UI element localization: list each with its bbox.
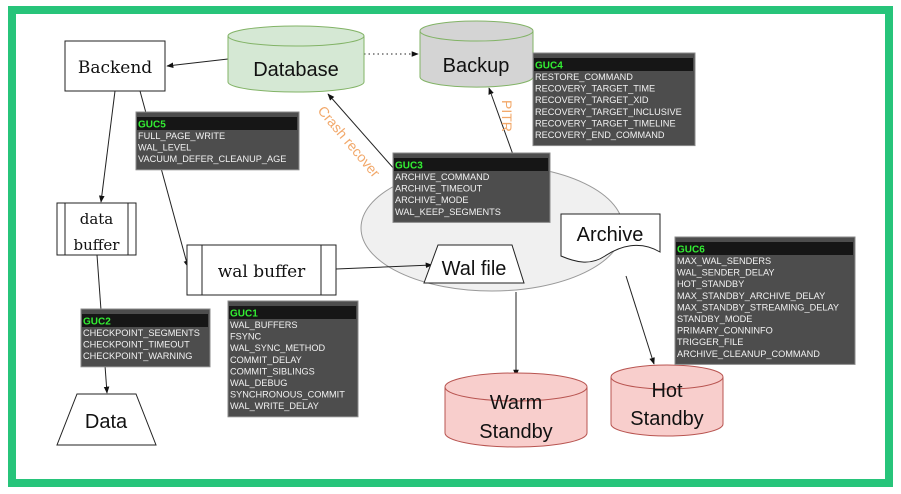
guc3-parameter: WAL_KEEP_SEGMENTS	[395, 207, 501, 217]
guc4-title: GUC4	[535, 61, 563, 72]
data-buffer-label-line1: data	[80, 210, 114, 228]
guc1-parameter: WAL_WRITE_DELAY	[230, 401, 319, 411]
edge-backend-databuffer	[99, 90, 116, 203]
guc6-header-bar	[676, 242, 853, 255]
guc5-header-bar	[137, 117, 297, 130]
guc6-panel-background	[674, 236, 856, 365]
guc1-header-bar	[229, 306, 356, 319]
data-buffer-label-line2: buffer	[74, 236, 121, 254]
hot-standby-label-line1: Hot	[651, 380, 683, 402]
guc4-parameter: RECOVERY_END_COMMAND	[535, 130, 665, 140]
guc5-parameter: WAL_LEVEL	[138, 143, 191, 153]
backup-node: Backup	[419, 20, 534, 88]
guc5-title: GUC5	[138, 120, 166, 131]
guc6-parameter: MAX_WAL_SENDERS	[677, 256, 771, 266]
guc4-parameter: RESTORE_COMMAND	[535, 72, 633, 82]
guc1-title: GUC1	[230, 309, 258, 320]
warm-standby-node: Warm Standby	[444, 372, 588, 448]
backup-label: Backup	[443, 55, 510, 77]
guc1-parameter: WAL_DEBUG	[230, 378, 287, 388]
backend-label: Backend	[78, 58, 152, 78]
wal-buffer-label: wal buffer	[218, 262, 306, 282]
warm-standby-label-line1: Warm	[490, 392, 543, 414]
hot-standby-node: Hot Standby	[610, 364, 724, 437]
guc1-parameter: FSYNC	[230, 332, 262, 342]
edge-guc3-database	[327, 93, 396, 171]
guc6-parameter: TRIGGER_FILE	[677, 337, 743, 347]
guc2-parameter: CHECKPOINT_TIMEOUT	[83, 340, 190, 350]
wal-file-node: Wal file	[423, 244, 525, 284]
guc3-parameter: ARCHIVE_COMMAND	[395, 172, 490, 182]
guc6-parameter: ARCHIVE_CLEANUP_COMMAND	[677, 349, 820, 359]
archive-node: Archive	[560, 213, 661, 263]
guc4-parameter: RECOVERY_TARGET_TIME	[535, 84, 655, 94]
backend-node: Backend	[64, 40, 166, 92]
guc4-header-bar	[534, 58, 693, 71]
wal-buffer-node: wal buffer	[186, 244, 337, 296]
edges	[96, 51, 655, 394]
guc3-parameter: ARCHIVE_TIMEOUT	[395, 184, 483, 194]
wal-file-label: Wal file	[442, 258, 507, 280]
guc2-parameter: CHECKPOINT_WARNING	[83, 351, 192, 361]
guc6-parameter: WAL_SENDER_DELAY	[677, 268, 775, 278]
data-label: Data	[85, 411, 128, 433]
guc6-parameter: MAX_STANDBY_STREAMING_DELAY	[677, 302, 839, 312]
guc1-parameter: COMMIT_DELAY	[230, 355, 302, 365]
edge-database-backend	[166, 58, 229, 69]
guc3-parameter: ARCHIVE_MODE	[395, 195, 469, 205]
database-node: Database	[227, 25, 365, 93]
edge-walbuffer-walfile	[335, 262, 433, 270]
guc2-header-bar	[82, 314, 208, 327]
archive-label: Archive	[577, 224, 644, 246]
guc2-title: GUC2	[83, 317, 111, 328]
guc1-panel-background	[227, 300, 359, 418]
pitr-label: PITR	[499, 100, 515, 132]
guc1-parameter: WAL_SYNC_METHOD	[230, 343, 325, 353]
guc4-parameter: RECOVERY_TARGET_XID	[535, 95, 649, 105]
warm-standby-label-line2: Standby	[479, 421, 552, 443]
guc1-parameter: WAL_BUFFERS	[230, 320, 298, 330]
guc2-parameter: CHECKPOINT_SEGMENTS	[83, 328, 200, 338]
guc6-parameter: HOT_STANDBY	[677, 279, 744, 289]
guc6-parameter: STANDBY_MODE	[677, 314, 752, 324]
guc1-parameter: COMMIT_SIBLINGS	[230, 366, 315, 376]
guc6-parameter: MAX_STANDBY_ARCHIVE_DELAY	[677, 291, 825, 301]
guc6-title: GUC6	[677, 245, 705, 256]
guc4-parameter: RECOVERY_TARGET_INCLUSIVE	[535, 107, 682, 117]
data-node: Data	[56, 393, 157, 446]
guc5-parameter: VACUUM_DEFER_CLEANUP_AGE	[138, 154, 286, 164]
guc4-panel: GUC4RESTORE_COMMANDRECOVERY_TARGET_TIMER…	[532, 52, 696, 147]
edge-guc3-backup	[488, 87, 517, 164]
guc5-parameter: FULL_PAGE_WRITE	[138, 131, 225, 141]
guc3-header-bar	[394, 158, 548, 171]
guc3-title: GUC3	[395, 161, 423, 172]
database-label: Database	[253, 59, 339, 81]
edge-archive-hotstandby	[625, 275, 655, 365]
data-buffer-node: data buffer	[56, 202, 137, 256]
guc1-parameter: SYNCHRONOUS_COMMIT	[230, 390, 345, 400]
guc6-parameter: PRIMARY_CONNINFO	[677, 326, 773, 336]
hot-standby-label-line2: Standby	[630, 408, 703, 430]
guc4-parameter: RECOVERY_TARGET_TIMELINE	[535, 118, 676, 128]
